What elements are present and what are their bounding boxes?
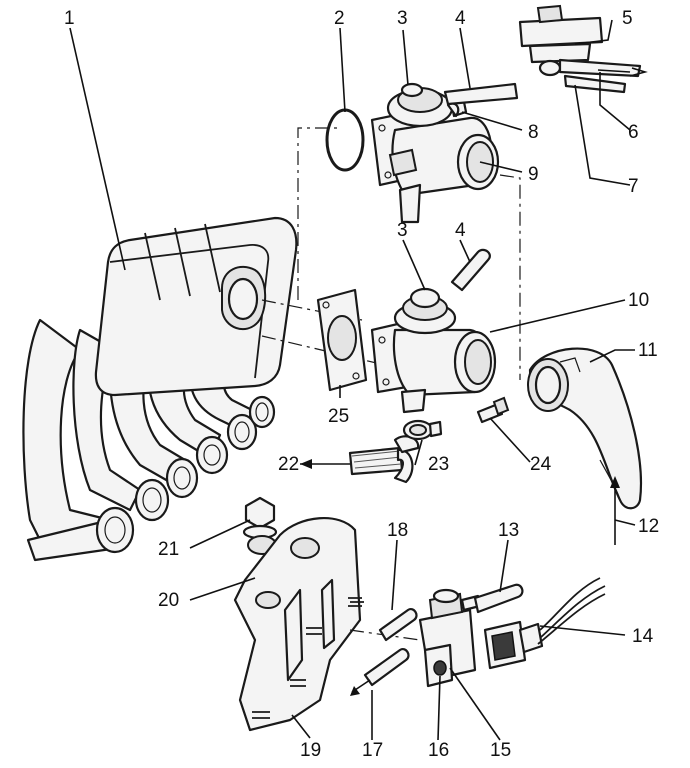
callout-13: 13 — [498, 520, 519, 541]
callout-12: 12 — [638, 516, 659, 537]
callout-1: 1 — [64, 8, 75, 29]
o-ring-gasket — [325, 108, 365, 172]
callout-23: 23 — [428, 454, 449, 475]
callout-25: 25 — [328, 406, 349, 427]
bolt — [476, 396, 510, 424]
solenoid-valve-bottom — [418, 588, 482, 688]
callout-6: 6 — [628, 122, 639, 143]
callout-15: 15 — [490, 740, 511, 761]
callout-2: 2 — [334, 8, 345, 29]
callout-17: 17 — [362, 740, 383, 761]
solenoid-valve-top-right — [518, 4, 648, 94]
callout-14: 14 — [632, 626, 654, 647]
hose-clamp — [402, 419, 443, 441]
callout-3-middle: 3 — [397, 220, 408, 241]
egr-valve-top — [370, 82, 500, 224]
intake-manifold — [22, 216, 298, 562]
vacuum-hose-top — [443, 82, 519, 106]
callout-21: 21 — [158, 539, 179, 560]
callout-labels: 1 2 3 4 5 6 7 8 9 3 4 10 11 12 25 22 23 … — [64, 8, 659, 761]
callout-3-top: 3 — [397, 8, 408, 29]
callout-10: 10 — [628, 290, 649, 311]
vacuum-hose-18 — [378, 608, 418, 642]
callout-22: 22 — [278, 454, 299, 475]
callout-24: 24 — [530, 454, 552, 475]
flat-gasket — [316, 288, 368, 392]
callout-20: 20 — [158, 590, 179, 611]
callout-8: 8 — [528, 122, 539, 143]
heat-shield-bracket — [233, 517, 364, 732]
hose-with-filter — [300, 435, 420, 484]
callout-16: 16 — [428, 740, 449, 761]
egr-valve-middle — [370, 287, 497, 414]
air-elbow-hose — [527, 347, 643, 510]
callout-4-top: 4 — [455, 8, 466, 29]
vacuum-hose-13 — [473, 583, 524, 614]
callout-18: 18 — [387, 520, 408, 541]
callout-5: 5 — [622, 8, 633, 29]
electrical-connector — [483, 577, 606, 670]
callout-9: 9 — [528, 164, 539, 185]
leader-lines — [69, 19, 636, 741]
callout-19: 19 — [300, 740, 321, 761]
vacuum-hose-17 — [363, 648, 410, 687]
callout-7: 7 — [628, 176, 639, 197]
vacuum-hose-middle — [450, 248, 491, 292]
callout-4-middle: 4 — [455, 220, 466, 241]
callout-11: 11 — [638, 340, 658, 361]
